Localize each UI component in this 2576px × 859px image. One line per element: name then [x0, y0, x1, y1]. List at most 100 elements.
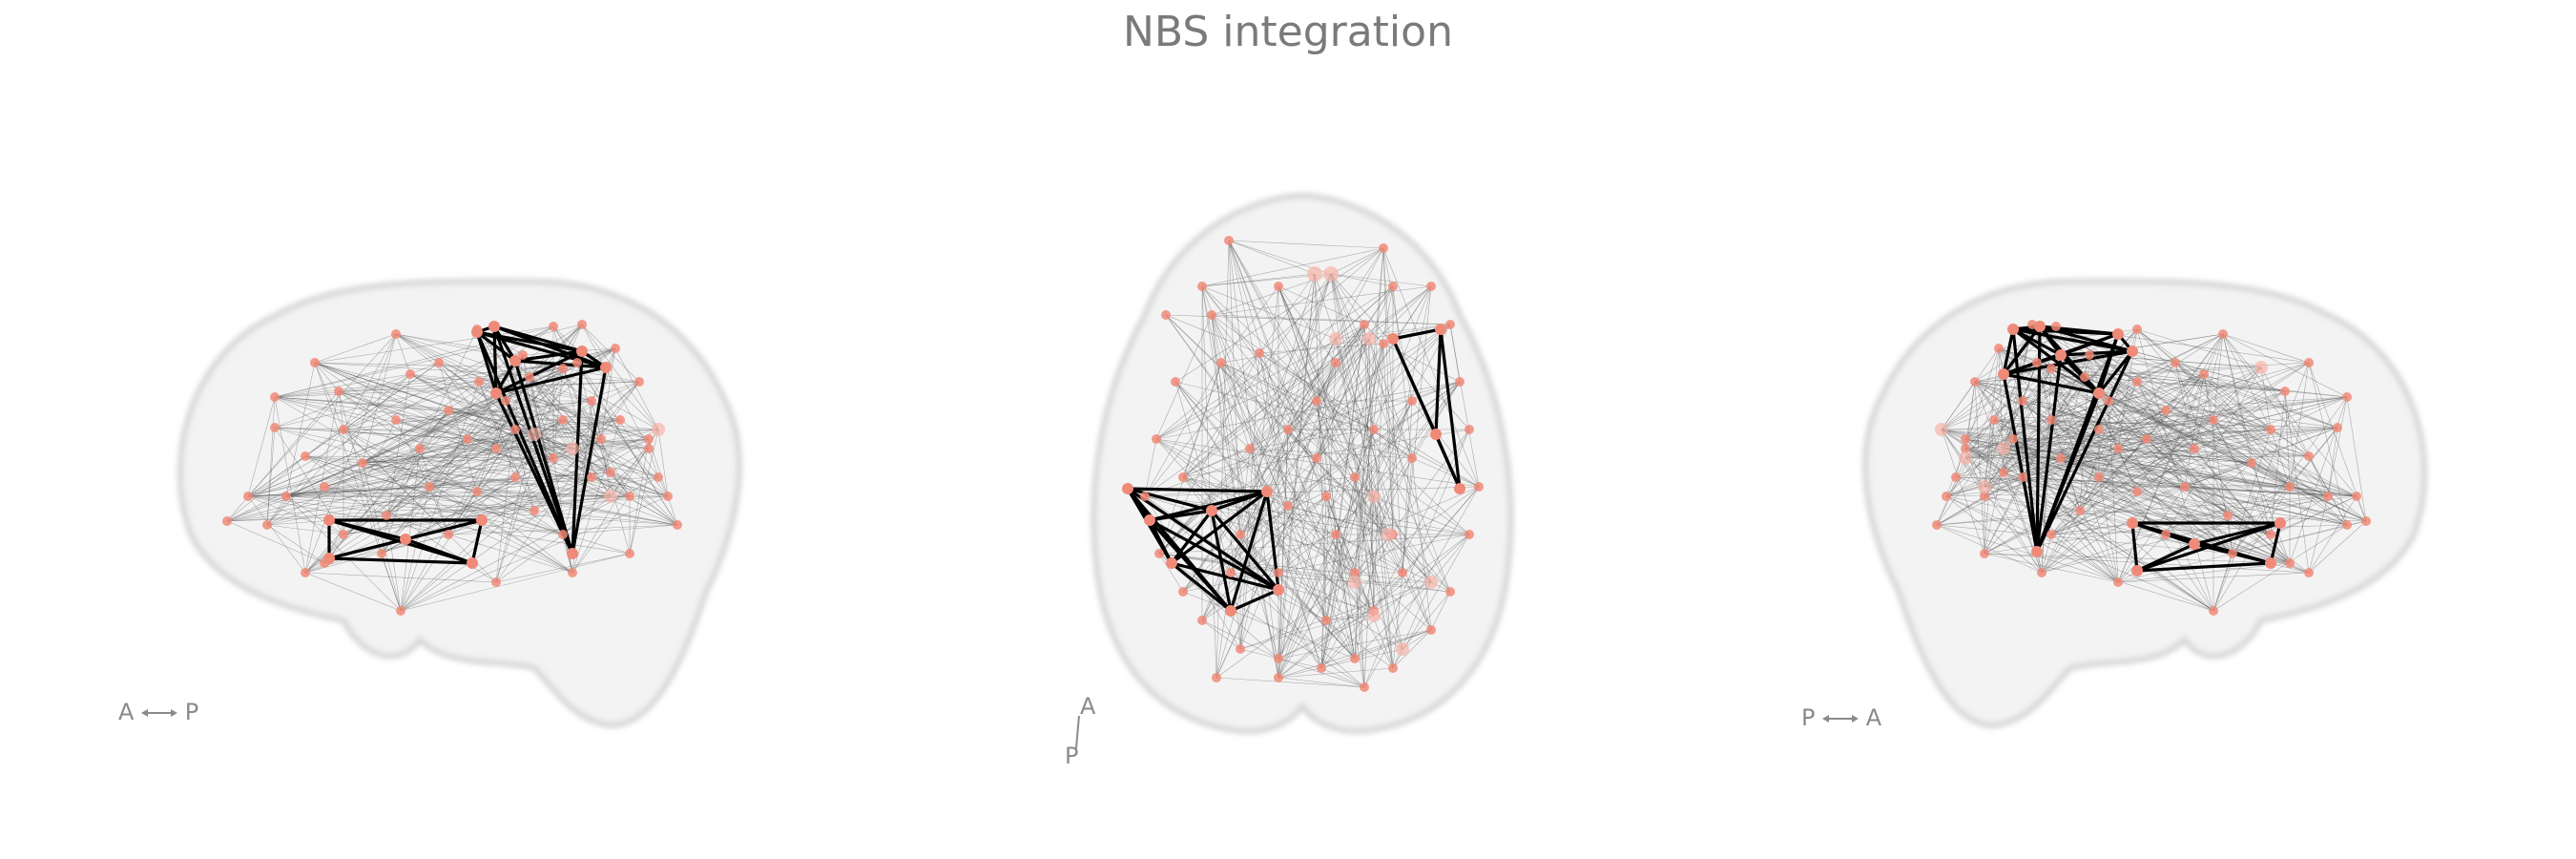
hub-node	[2007, 324, 2019, 335]
weak-edge	[438, 362, 535, 435]
weak-edge	[1945, 354, 2090, 497]
weak-edge	[343, 333, 397, 430]
weak-edge	[610, 448, 650, 497]
weak-edge	[1387, 534, 1432, 631]
strong-edge	[2002, 325, 2042, 375]
weak-edge	[2022, 400, 2100, 478]
weak-edge	[362, 324, 583, 464]
weak-edge	[1239, 429, 1289, 650]
network-node	[262, 520, 272, 530]
weak-edge	[1330, 273, 1375, 430]
weak-edge	[2031, 324, 2167, 411]
weak-edge	[428, 362, 578, 488]
weak-edge	[1335, 285, 1394, 340]
weak-edge	[2184, 486, 2329, 497]
network-node	[1997, 442, 2010, 455]
weak-edge	[2084, 376, 2272, 535]
network-node	[1379, 339, 1388, 348]
weak-edge	[1220, 362, 1375, 430]
weak-edge	[562, 495, 612, 535]
weak-edge	[2251, 462, 2367, 522]
weak-edge	[2022, 400, 2195, 450]
network-node	[1388, 282, 1398, 291]
weak-edge	[2222, 333, 2358, 497]
weak-edge	[362, 333, 397, 464]
weak-edge	[2193, 333, 2224, 450]
network-node	[2094, 425, 2104, 434]
network-node	[1942, 492, 1951, 501]
network-node	[2142, 434, 2151, 444]
network-node	[2046, 530, 2056, 539]
weak-edge	[247, 462, 364, 497]
network-node	[644, 444, 654, 453]
hub-node	[1273, 584, 1284, 596]
weak-edge	[1335, 381, 1461, 535]
weak-edge	[247, 495, 564, 535]
weak-edge	[338, 381, 640, 392]
weak-edge	[1964, 448, 2100, 478]
network-node	[1178, 472, 1188, 482]
network-node	[1274, 282, 1283, 291]
strong-edge	[2269, 522, 2282, 564]
hub-node	[2131, 565, 2143, 576]
weak-edge	[247, 396, 276, 497]
weak-edge	[529, 324, 583, 378]
weak-edge	[1354, 581, 1432, 660]
weak-edge	[323, 419, 564, 488]
network-node	[2132, 487, 2142, 496]
weak-edge	[2041, 495, 2329, 574]
left-orient-to: P	[184, 699, 199, 725]
weak-edge	[1249, 429, 1375, 450]
weak-edge	[428, 476, 516, 488]
weak-edge	[1382, 247, 1413, 402]
weak-edge	[226, 462, 364, 522]
weak-edge	[428, 486, 573, 574]
weak-edge	[2117, 448, 2291, 564]
weak-edge	[438, 362, 478, 492]
strong-edge	[1434, 328, 1443, 435]
strong-edge	[2059, 353, 2101, 395]
weak-edge	[1449, 324, 1461, 383]
weak-edge	[1964, 438, 2138, 492]
weak-edge	[304, 455, 554, 459]
weak-edge	[1354, 247, 1384, 574]
weak-edge	[619, 419, 650, 440]
network-node	[1312, 396, 1321, 406]
weak-edge	[2174, 362, 2286, 392]
network-node	[587, 472, 596, 482]
weak-edge	[1258, 352, 1289, 507]
weak-edge	[1278, 534, 1337, 660]
weak-edge	[1373, 486, 1480, 612]
weak-edge	[1230, 534, 1337, 574]
weak-edge	[266, 429, 344, 526]
network-node	[1388, 663, 1398, 673]
weak-edge	[2232, 396, 2348, 555]
weak-edge	[1278, 285, 1365, 325]
weak-edge	[2022, 354, 2090, 402]
weak-edge	[1941, 429, 2229, 516]
weak-edge	[1993, 419, 2310, 574]
weak-edge	[226, 419, 621, 522]
weak-edge	[1144, 495, 1403, 574]
strong-edge	[1127, 487, 1268, 493]
weak-edge	[343, 381, 480, 430]
weak-edge	[2050, 362, 2310, 535]
strong-edge	[328, 518, 406, 541]
weak-edge	[2270, 429, 2291, 488]
strong-edge	[513, 360, 574, 555]
weak-edge	[1158, 553, 1451, 593]
hub-node	[323, 553, 335, 564]
hub-node	[471, 326, 483, 338]
network-node	[596, 434, 606, 444]
strong-edge	[2012, 327, 2100, 395]
network-node	[1197, 282, 1207, 291]
weak-edge	[1182, 448, 1251, 478]
network-node	[2051, 322, 2061, 331]
weak-edge	[1993, 325, 2057, 421]
weak-edge	[478, 381, 592, 402]
weak-edge	[1335, 285, 1432, 364]
weak-edge	[266, 476, 516, 526]
weak-edge	[1144, 476, 1356, 497]
weak-edge	[1974, 381, 2024, 402]
weak-edge	[1941, 429, 1985, 555]
